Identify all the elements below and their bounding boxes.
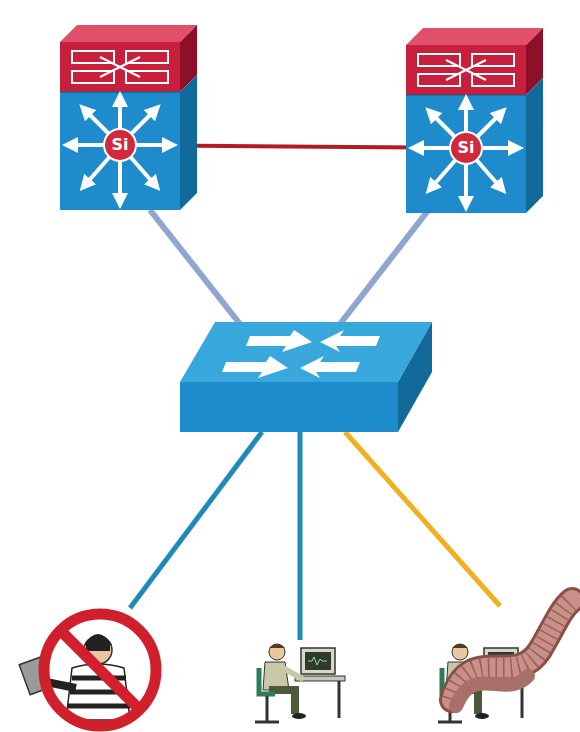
access-line bbox=[345, 432, 500, 606]
user-workstation bbox=[255, 644, 345, 722]
uplink-line bbox=[150, 210, 240, 324]
distribution-switch bbox=[60, 25, 197, 210]
prohibited-sign bbox=[44, 614, 156, 726]
access-switch bbox=[180, 322, 432, 432]
access-line bbox=[298, 432, 303, 640]
badge-label: Si bbox=[111, 137, 128, 153]
badge-label: Si bbox=[457, 140, 474, 156]
distribution-switch bbox=[406, 28, 543, 213]
uplink-line bbox=[340, 208, 430, 324]
worm-figure bbox=[452, 600, 572, 706]
switch-badge: Si bbox=[449, 131, 483, 165]
switch-badge: Si bbox=[103, 128, 137, 162]
access-line bbox=[130, 432, 262, 608]
